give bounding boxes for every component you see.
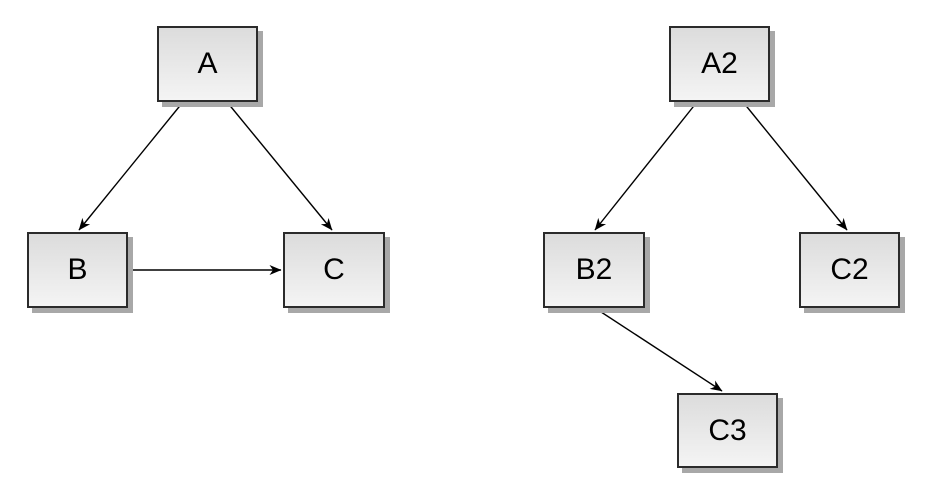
node-C3[interactable]: C3 [677, 393, 778, 468]
node-label-B: B [67, 253, 88, 286]
edge-A2-B2[interactable] [594, 101, 698, 231]
node-label-B2: B2 [575, 253, 613, 286]
node-label-A: A [197, 47, 218, 80]
edge-A2-C2[interactable] [742, 101, 848, 231]
edge-B2-C3[interactable] [594, 307, 723, 392]
node-label-C2: C2 [830, 253, 869, 286]
node-C2[interactable]: C2 [799, 232, 900, 308]
node-B[interactable]: B [27, 232, 128, 308]
node-label-C3: C3 [708, 413, 747, 447]
node-label-A2: A2 [701, 47, 738, 80]
edge-A-C[interactable] [226, 101, 333, 231]
node-A2[interactable]: A2 [669, 26, 770, 102]
node-C[interactable]: C [283, 232, 385, 308]
node-B2[interactable]: B2 [543, 232, 645, 308]
node-A[interactable]: A [157, 26, 258, 102]
edges-group [78, 101, 848, 392]
node-label-C: C [323, 253, 345, 286]
edge-A-B[interactable] [78, 101, 184, 231]
